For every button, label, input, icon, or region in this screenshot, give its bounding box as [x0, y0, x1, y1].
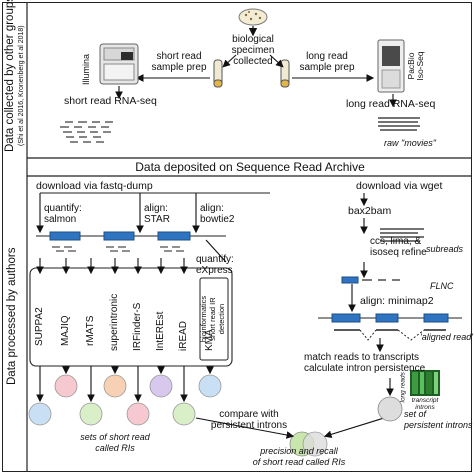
tool-rmats: rMATS	[85, 315, 96, 346]
ccs-refine-label: ccs, lima, & isoseq refine	[370, 236, 427, 258]
align-minimap-label: align: minimap2	[360, 295, 434, 307]
tool-suppa2: SUPPA2	[34, 307, 45, 346]
aligned-read-label: 'aligned read'	[420, 332, 473, 342]
tool-iread: iREAD	[178, 320, 189, 351]
compare-label: compare with persistent introns	[210, 409, 288, 431]
tool-irfinder: IRFinder-S	[132, 302, 143, 351]
transcript-introns-label: transcript introns	[411, 397, 439, 411]
match-reads-label: match reads to transcripts calculate int…	[304, 352, 426, 374]
persistence-heatmap	[410, 370, 440, 396]
flnc-read	[341, 276, 400, 284]
subreads-label: subreads	[426, 244, 464, 254]
quantify-express-label: quantify: eXpress	[196, 254, 234, 276]
pacbio-label: PacBio Iso-Seq	[406, 51, 425, 81]
align-star-label: align: STAR	[144, 203, 170, 225]
short-reads-raw	[60, 121, 113, 143]
tool-interest: IntEREst	[155, 311, 166, 351]
bioinformatics-label: bioinformatics short read IR detection	[199, 295, 226, 343]
bax2bam-label: bax2bam	[348, 205, 392, 217]
long-read-rnaseq-label: long read RNA-seq	[346, 98, 436, 110]
long-read-prep-label: long read sample prep	[299, 51, 355, 73]
venn-precision-recall	[289, 431, 328, 457]
tool-majiq: MAJIQ	[60, 315, 71, 346]
download-wget-label: download via wget	[356, 180, 443, 192]
tube-left-icon	[213, 59, 223, 88]
raw-movies-label: raw "movies"	[384, 138, 436, 148]
subreads-lines	[380, 228, 424, 242]
long-reads-raw	[378, 117, 420, 131]
short-read-gene-model	[36, 231, 226, 241]
precision-recall-label: precision and recall of short read calle…	[252, 446, 346, 467]
bioinformatics-box	[199, 277, 229, 361]
persistent-introns-circle	[377, 396, 403, 422]
illumina-sequencer-icon	[99, 43, 139, 85]
sra-banner: Data deposited on Sequence Read Archive	[135, 160, 365, 174]
short-read-rnaseq-label: short read RNA-seq	[64, 95, 157, 107]
illumina-label: Illumina	[81, 53, 91, 85]
sets-called-ri-label: sets of short read called RIs	[80, 432, 150, 453]
petri-dish-icon	[238, 8, 268, 26]
called-ri-circles	[28, 374, 222, 426]
quantify-salmon-label: quantify: salmon	[44, 203, 82, 225]
flnc-label: FLNC	[430, 281, 454, 291]
specimen-label: biological specimen collected	[231, 34, 275, 67]
align-bowtie-label: align: bowtie2	[200, 203, 235, 225]
short-reads-aligned	[52, 246, 184, 252]
tools-box	[29, 267, 233, 367]
set-persistent-label: set of persistent introns	[404, 409, 473, 430]
download-fastq-label: download via fastq-dump	[36, 180, 153, 192]
long-read-gene-model	[318, 313, 462, 341]
short-read-prep-label: short read sample prep	[151, 51, 207, 73]
tool-superintronic: superintronic	[109, 293, 120, 351]
pacbio-sequencer-icon	[377, 39, 405, 93]
